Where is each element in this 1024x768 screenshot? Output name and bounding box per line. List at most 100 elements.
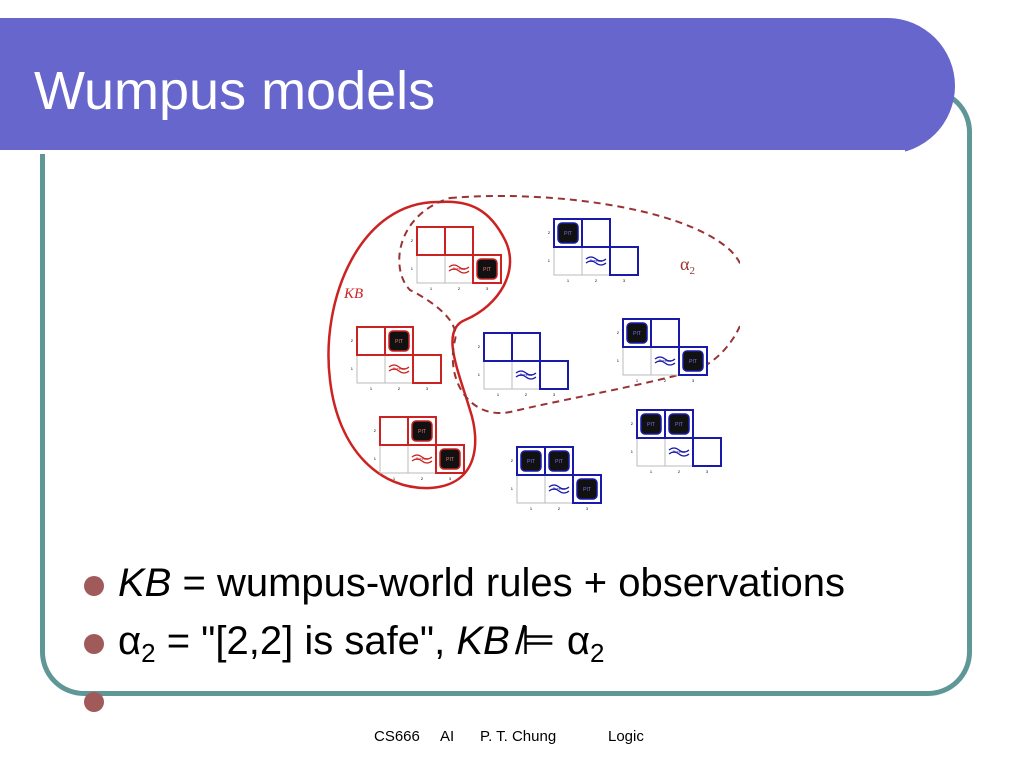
col-label: 2 [398,386,401,391]
grid-cell [636,437,666,467]
row-label: 2 [617,330,620,335]
breeze-icon [388,368,410,374]
pit-label: PIT [395,339,403,345]
grid-cell [581,218,611,248]
pit-icon [411,420,433,442]
bullet-kb: KB = wumpus-world rules + observations [84,560,845,618]
pit-label: PIT [583,487,591,493]
pit-icon [576,478,598,500]
kb-term: KB [456,619,510,663]
pit-label: PIT [527,459,535,465]
content-frame [40,88,972,696]
breeze-icon [668,451,690,457]
breeze-label: Breeze [453,266,466,271]
footer-topic: Logic [608,728,644,745]
breeze-label: Breeze [416,456,429,461]
breeze-icon [448,268,470,274]
breeze-icon [548,488,570,494]
col-label: 1 [393,476,396,481]
grid-cell [444,226,474,256]
col-label: 1 [370,386,373,391]
grid-cell [379,416,409,446]
pit-label: PIT [633,331,641,337]
grid-cell [692,437,722,467]
col-label: 1 [430,286,433,291]
kb-term: KB [118,561,172,605]
row-label: 1 [374,456,377,461]
row-label: 1 [478,372,481,377]
col-label: 3 [706,469,709,474]
grid-cell [516,474,546,504]
col-label: 1 [650,469,653,474]
col-label: 2 [678,469,681,474]
col-label: 3 [449,476,452,481]
alpha-symbol: α [118,619,142,663]
pit-label: PIT [555,459,563,465]
row-label: 2 [351,338,354,343]
col-label: 1 [636,378,639,383]
col-label: 3 [486,286,489,291]
pit-icon [439,448,461,470]
bullet-alpha: α2 = "[2,2] is safe", KB ⊨/ α2 [84,618,845,676]
alpha-subscript: 2 [141,638,156,668]
pit-icon [476,258,498,280]
col-label: 3 [692,378,695,383]
col-label: 3 [426,386,429,391]
col-label: 1 [530,506,533,511]
pit-label: PIT [483,267,491,273]
pit-icon [388,330,410,352]
grid-cell [609,246,639,276]
breeze-icon [515,370,537,376]
row-label: 2 [478,344,481,349]
col-label: 2 [595,278,598,283]
title-bar: Wumpus models [0,18,955,154]
title-underline [0,150,905,154]
bullet-dot [84,576,104,596]
entails-glyph: ⊨ [520,619,556,663]
pit-label: PIT [689,359,697,365]
col-label: 1 [497,392,500,397]
grid-cell [416,254,446,284]
alpha2-label: α2 [680,254,695,277]
grid-cell [379,444,409,474]
grid-cell [650,318,680,348]
footer-course: CS666 [374,728,420,745]
grid-cell [544,474,574,504]
breeze-label: Breeze [393,366,406,371]
row-label: 2 [511,458,514,463]
breeze-icon [388,364,410,370]
pit-icon [548,450,570,472]
bullet-dot [84,692,104,712]
grid-cell [483,332,513,362]
grid-cell [356,354,386,384]
row-label: 1 [548,258,551,263]
row-label: 1 [511,486,514,491]
bullet-dot [84,634,104,654]
grid-cell [384,354,414,384]
pit-icon [668,413,690,435]
row-label: 2 [411,238,414,243]
bullet-text: = wumpus-world rules + observations [171,561,845,605]
slide-title: Wumpus models [34,61,436,121]
breeze-label: Breeze [659,358,672,363]
breeze-icon [585,256,607,262]
row-label: 1 [617,358,620,363]
grid-cell [553,246,583,276]
breeze-icon [448,264,470,270]
col-label: 2 [664,378,667,383]
grid-cell [650,346,680,376]
breeze-label: Breeze [673,449,686,454]
grid-cell [511,360,541,390]
pit-icon [626,322,648,344]
breeze-icon [411,458,433,464]
row-label: 2 [548,230,551,235]
col-label: 2 [458,286,461,291]
bullet-list: KB = wumpus-world rules + observations α… [84,560,845,734]
pit-label: PIT [675,422,683,428]
